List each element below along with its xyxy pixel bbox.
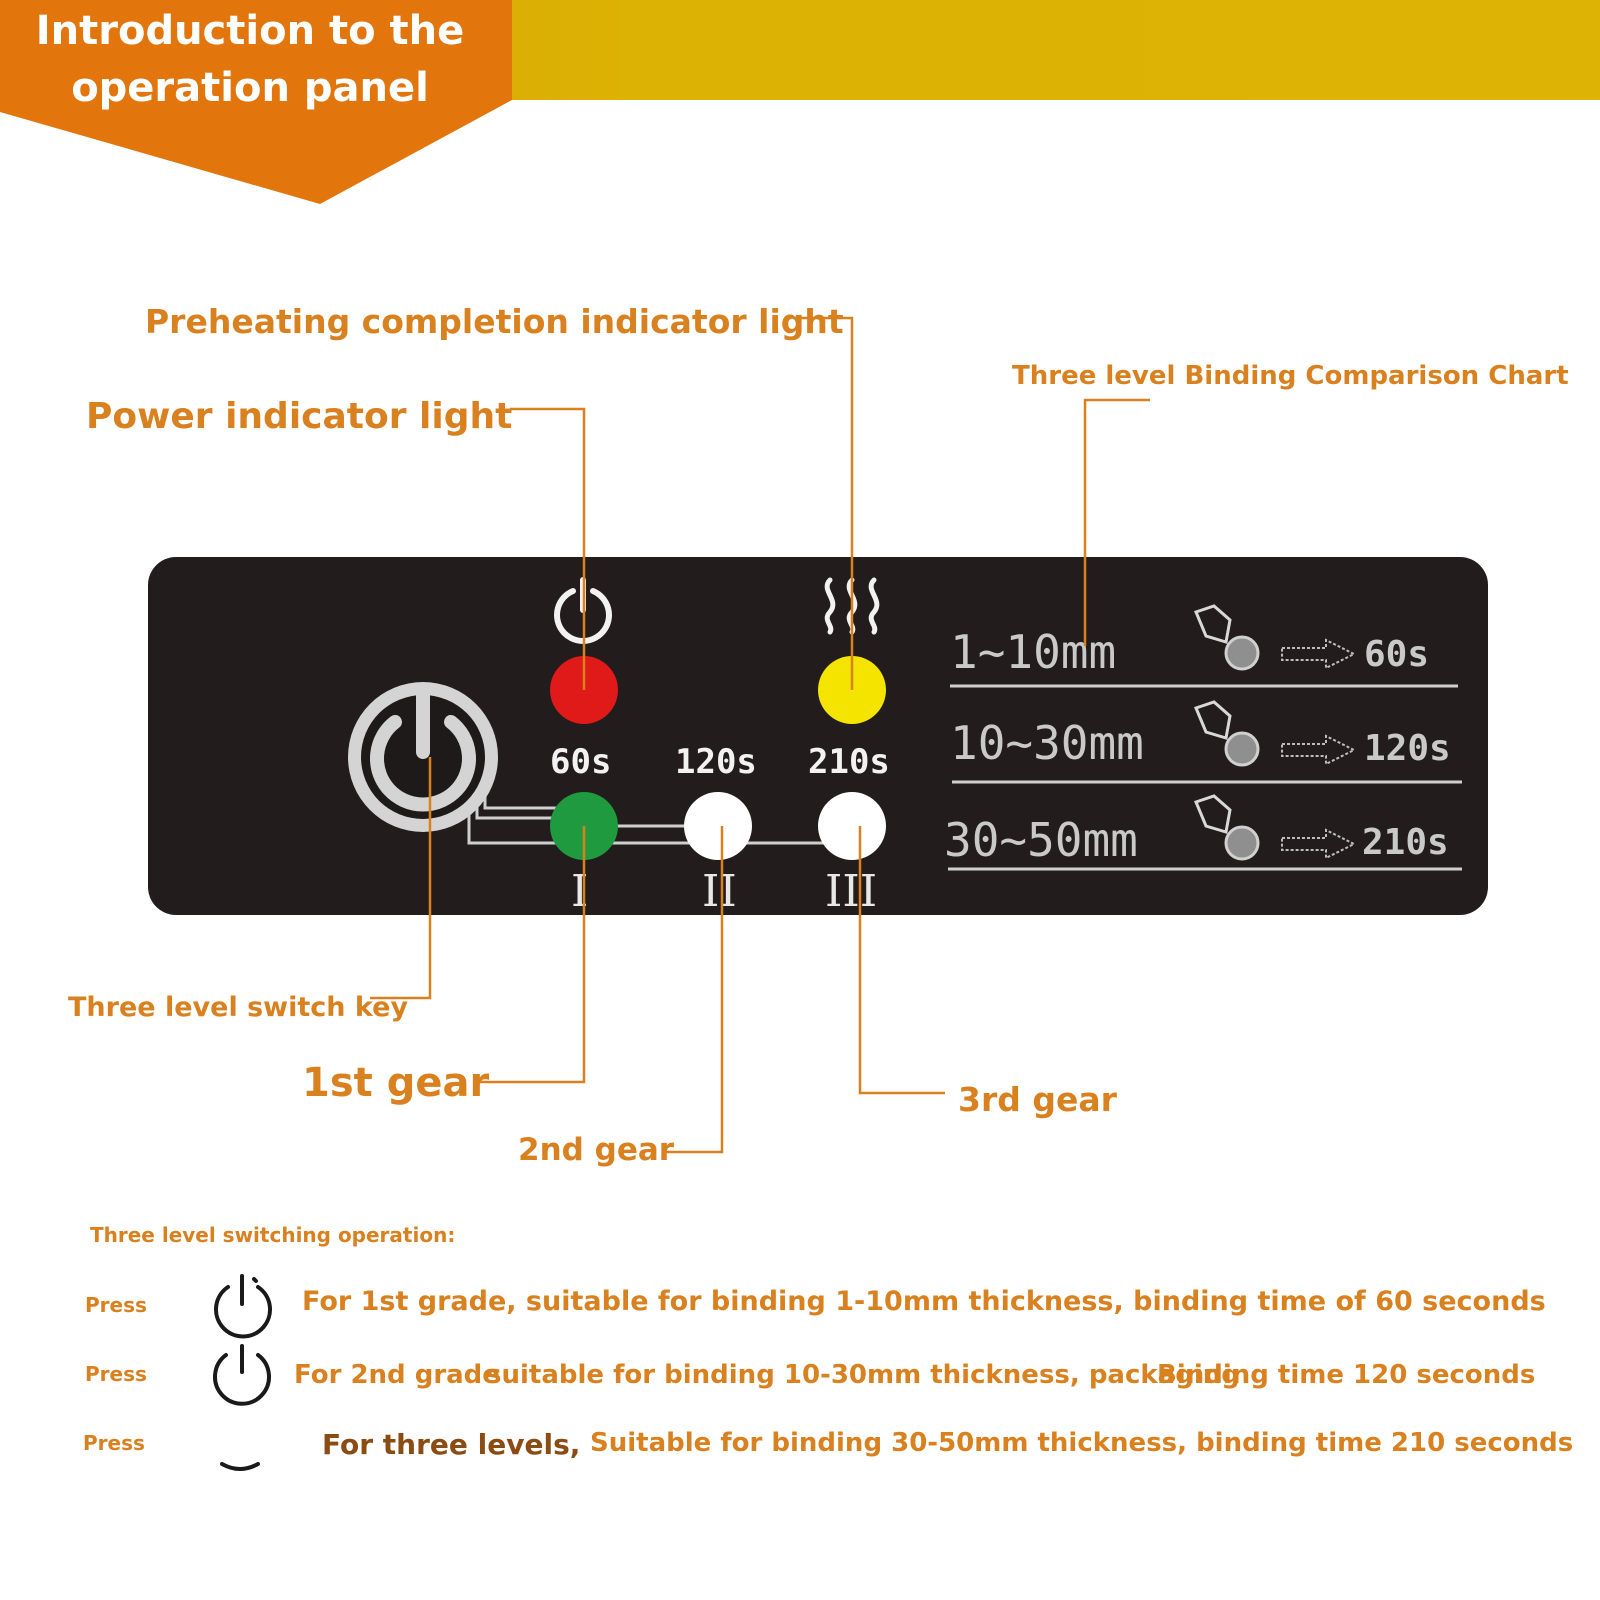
gear3-numeral: III xyxy=(825,866,878,917)
power-indicator-label: Power indicator light xyxy=(86,396,513,437)
comparison-chart-label: Three level Binding Comparison Chart xyxy=(1012,361,1569,391)
power-symbol-icon xyxy=(554,577,612,644)
instruction-row1-text: For 1st grade, suitable for binding 1-10… xyxy=(302,1286,1546,1317)
chart-time-2: 120s xyxy=(1364,728,1451,769)
press-power-icon-3 xyxy=(220,1462,260,1471)
press-power-icon-2 xyxy=(213,1344,271,1406)
gear2-label: 2nd gear xyxy=(518,1132,675,1168)
chart-range-3: 30~50mm xyxy=(944,813,1138,867)
chart-range-1: 1~10mm xyxy=(950,625,1117,679)
gear3-indicator-led xyxy=(818,792,886,860)
hand-timer-icon-2 xyxy=(1193,700,1260,767)
heat-waves-icon xyxy=(824,577,880,635)
press-label-2: Press xyxy=(85,1362,147,1386)
gear2-numeral: II xyxy=(702,866,737,917)
instruction-row2-part1: For 2nd grade xyxy=(294,1360,500,1390)
instruction-row3-part2: Suitable for binding 30-50mm thickness, … xyxy=(590,1428,1574,1458)
press-power-icon-1 xyxy=(214,1274,272,1339)
arrow-icon-1 xyxy=(1281,638,1357,670)
hand-timer-icon-3 xyxy=(1193,794,1260,861)
instruction-row2-part3: Binding time 120 seconds xyxy=(1157,1360,1536,1390)
instruction-row2-part2: suitable for binding 10-30mm thickness, … xyxy=(486,1360,1240,1390)
gear3-time-label: 210s xyxy=(808,742,890,782)
gear-connector-lines xyxy=(467,790,850,845)
gear1-indicator-led xyxy=(550,792,618,860)
press-label-1: Press xyxy=(85,1293,147,1317)
banner-title-line1: Introduction to the xyxy=(35,8,465,54)
hand-timer-icon-1 xyxy=(1193,604,1260,671)
preheat-indicator-led xyxy=(818,656,886,724)
gear1-numeral: I xyxy=(571,866,589,917)
arrow-icon-3 xyxy=(1281,828,1357,860)
gear1-label: 1st gear xyxy=(302,1060,490,1106)
chart-time-3: 210s xyxy=(1362,822,1449,863)
gear3-label: 3rd gear xyxy=(958,1080,1117,1119)
gear2-time-label: 120s xyxy=(675,742,757,782)
title-banner xyxy=(0,0,512,204)
chart-divider-lines xyxy=(948,684,1462,871)
chart-time-1: 60s xyxy=(1364,634,1430,675)
gear2-indicator-led xyxy=(684,792,752,860)
press-label-3: Press xyxy=(83,1431,145,1455)
instruction-row3-part1: For three levels, xyxy=(322,1428,581,1461)
chart-range-2: 10~30mm xyxy=(950,716,1144,770)
preheating-indicator-label: Preheating completion indicator light xyxy=(145,302,844,341)
instructions-heading: Three level switching operation: xyxy=(90,1223,456,1247)
gear1-time-label: 60s xyxy=(550,742,612,782)
arrow-icon-2 xyxy=(1281,734,1357,766)
switch-key-label: Three level switch key xyxy=(68,992,409,1023)
banner-title-line2: operation panel xyxy=(71,65,429,111)
three-level-switch-key[interactable] xyxy=(348,682,498,832)
power-indicator-led xyxy=(550,656,618,724)
